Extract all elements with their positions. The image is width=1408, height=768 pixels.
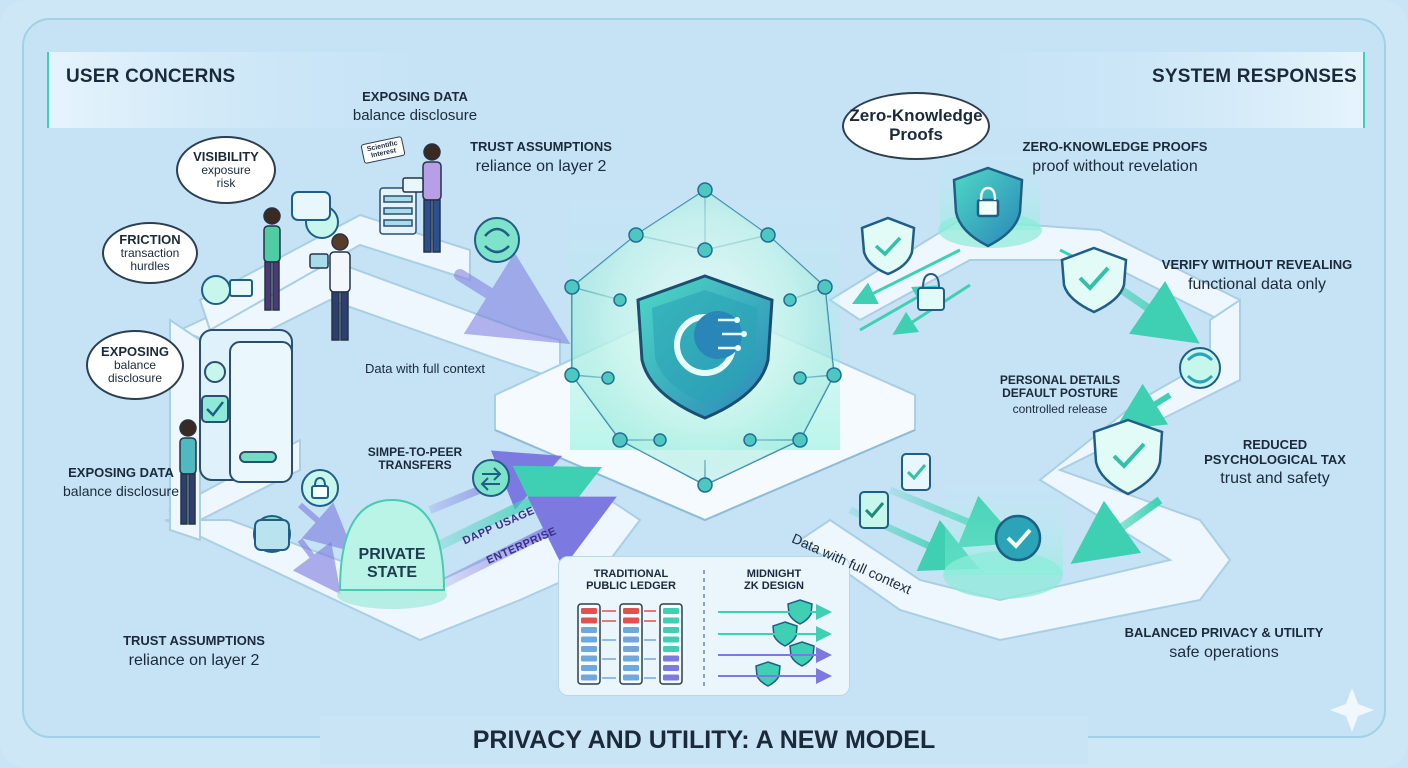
bubble-title: VISIBILITY — [193, 150, 259, 164]
verify-label: VERIFY WITHOUT REVEALING functional data… — [1150, 258, 1364, 293]
ledger-row — [581, 675, 597, 681]
legend-midnight-label: MIDNIGHT ZK DESIGN — [724, 568, 824, 593]
ledger-row — [623, 656, 639, 662]
zkp-label: ZERO-KNOWLEDGE PROOFS proof without reve… — [1010, 140, 1220, 175]
ledger-column — [660, 604, 682, 684]
trust-assumptions-bottom-label: TRUST ASSUMPTIONS reliance on layer 2 — [106, 634, 282, 669]
ledger-row — [623, 646, 639, 652]
ledger-column — [578, 604, 600, 684]
ledger-row — [581, 656, 597, 662]
bubble-text: disclosure — [108, 372, 162, 385]
ledger-row — [581, 618, 597, 624]
ledger-row — [663, 608, 679, 614]
ledger-row — [581, 608, 597, 614]
ledger-row — [623, 675, 639, 681]
ledger-row — [581, 646, 597, 652]
zk-proofs-bubble: Zero-Knowledge Proofs — [842, 92, 990, 160]
friction-bubble: FRICTION transaction hurdles — [102, 222, 198, 284]
balanced-label: BALANCED PRIVACY & UTILITY safe operatio… — [1100, 626, 1348, 661]
ledger-row — [581, 637, 597, 643]
bubble-title: EXPOSING — [101, 345, 169, 359]
ledger-row — [663, 675, 679, 681]
trust-assumptions-top-label: TRUST ASSUMPTIONS reliance on layer 2 — [456, 140, 626, 175]
ledger-row — [663, 665, 679, 671]
ledger-row — [663, 637, 679, 643]
reduced-tax-label: REDUCED PSYCHOLOGICAL TAX trust and safe… — [1190, 438, 1360, 488]
personal-details-label: PERSONAL DETAILS DEFAULT POSTURE control… — [990, 374, 1130, 416]
ledger-row — [623, 608, 639, 614]
ledger-row — [623, 627, 639, 633]
ledger-row — [663, 618, 679, 624]
private-state-label: PRIVATE STATE — [346, 546, 438, 582]
ledger-row — [623, 618, 639, 624]
footer-title: PRIVACY AND UTILITY: A NEW MODEL — [320, 716, 1088, 764]
ledger-row — [663, 656, 679, 662]
bubble-title: FRICTION — [119, 233, 180, 247]
ledger-row — [663, 627, 679, 633]
legend-traditional-label: TRADITIONAL PUBLIC LEDGER — [572, 568, 690, 593]
exposing-bubble: EXPOSING balance disclosure — [86, 330, 184, 400]
data-context-left-label: Data with full context — [350, 362, 500, 377]
p2p-transfers-label: SIMPE-TO-PEER TRANSFERS — [360, 446, 470, 473]
ledger-row — [623, 665, 639, 671]
bubble-title: Proofs — [889, 126, 943, 145]
ledger-row — [581, 627, 597, 633]
bubble-text: risk — [217, 177, 236, 190]
bubble-title: Zero-Knowledge — [849, 107, 982, 126]
ledger-column — [620, 604, 642, 684]
exposing-data-top-label: EXPOSING DATA balance disclosure — [330, 90, 500, 124]
system-responses-header: SYSTEM RESPONSES — [1152, 66, 1357, 88]
visibility-bubble: VISIBILITY exposure risk — [176, 136, 276, 204]
ledger-row — [623, 637, 639, 643]
ledger-row — [663, 646, 679, 652]
exposing-data-mid-label: EXPOSING DATA balance disclosure — [40, 466, 202, 499]
bubble-text: hurdles — [130, 260, 169, 273]
user-concerns-header: USER CONCERNS — [66, 66, 235, 88]
ledger-row — [581, 665, 597, 671]
